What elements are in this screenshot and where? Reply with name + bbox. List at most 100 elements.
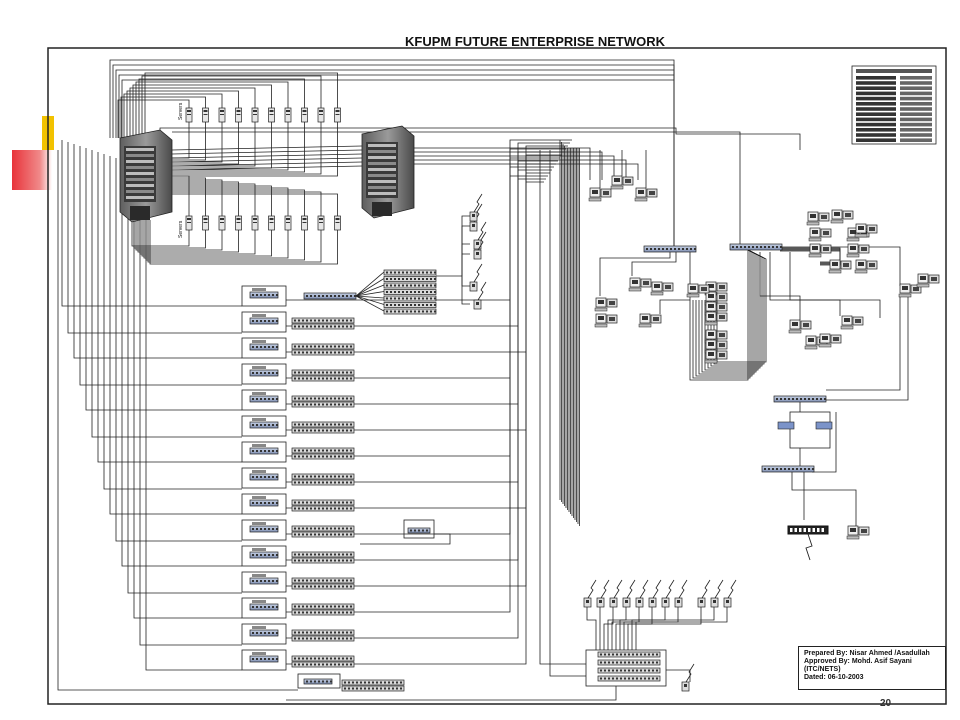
workstation-icon: [808, 227, 832, 242]
workgroup-switch-icon: [291, 603, 355, 610]
workgroup-switch-icon: [383, 276, 437, 282]
diagram-frame: [47, 47, 947, 705]
server-icon: [301, 107, 308, 123]
wireless-access-point-icon: [635, 579, 649, 608]
workgroup-switch-icon: [249, 369, 279, 377]
access-switch-stack: [303, 269, 437, 315]
workgroup-switch-icon: [249, 603, 279, 611]
server-icon: [268, 107, 275, 123]
distribution-row: [241, 571, 355, 593]
workgroup-switch-icon: [291, 525, 355, 532]
wireless-access-point-icon: [596, 579, 610, 608]
workstation-icon: [840, 315, 864, 330]
server-row-top: [185, 107, 341, 123]
distribution-row: [241, 519, 355, 541]
workgroup-switch-icon: [249, 473, 279, 481]
wireless-access-point-icon: [674, 579, 688, 608]
page-number: 20: [880, 698, 892, 709]
workgroup-switch-icon: [291, 577, 355, 584]
server-icon: [185, 215, 193, 231]
workgroup-switch-icon: [291, 375, 355, 382]
wireless-access-point-icon: [473, 281, 487, 310]
approved-by: Approved By: Mohd. Asif Sayani: [804, 658, 912, 665]
workgroup-switch-icon: [729, 243, 783, 251]
right-network-segment: [588, 175, 940, 561]
workgroup-switch-icon: [291, 499, 355, 506]
workgroup-switch-icon: [249, 629, 279, 637]
workgroup-switch-icon: [597, 651, 661, 658]
department: (ITC/NETS): [804, 666, 841, 673]
workgroup-switch-icon: [291, 421, 355, 428]
workgroup-switch-icon: [291, 635, 355, 642]
workgroup-switch-icon: [383, 295, 437, 302]
server-icon: [284, 215, 292, 231]
server-icon: [202, 215, 209, 231]
server-icon: [317, 215, 325, 231]
firewall-icon: [777, 411, 833, 449]
workstation-icon: [650, 281, 674, 296]
distribution-row: [241, 441, 355, 463]
wireless-access-point-icon: [648, 579, 662, 608]
distribution-row: [241, 597, 355, 619]
remote-switch: [403, 519, 435, 539]
workgroup-switch-icon: [291, 401, 355, 408]
workgroup-switch-icon: [303, 292, 357, 300]
workgroup-switch-icon: [291, 447, 355, 454]
workgroup-switch-icon: [407, 527, 431, 534]
workstation-icon: [594, 297, 618, 312]
server-icon: [301, 215, 308, 231]
wireless-access-point-icon: [710, 579, 724, 608]
workgroup-switch-icon: [291, 583, 355, 590]
core-switch-right: [361, 125, 415, 219]
workgroup-switch-icon: [291, 317, 355, 324]
workgroup-switch-icon: [383, 289, 437, 295]
workgroup-switch-icon: [291, 551, 355, 558]
workgroup-switch-icon: [291, 629, 355, 636]
date: Dated: 06-10-2003: [804, 674, 864, 681]
wireless-access-point-icon: [622, 579, 636, 608]
core-switch-left: [119, 129, 173, 223]
distribution-row: [241, 649, 355, 671]
workgroup-switch-icon: [643, 245, 697, 253]
wireless-access-point-icon: [681, 663, 695, 692]
credits-box: Prepared By: Nisar Ahmed /Asadullah Appr…: [798, 646, 946, 690]
wireless-access-point-icon: [723, 579, 737, 608]
distribution-row: [241, 415, 355, 437]
workstation-icon: [806, 211, 830, 226]
workgroup-switch-icon: [249, 395, 279, 403]
server-icon: [284, 107, 292, 123]
distribution-row: [241, 363, 355, 385]
connection-lines: [57, 59, 909, 701]
workstation-icon: [634, 187, 658, 202]
workgroup-switch-icon: [249, 447, 279, 455]
workgroup-switch-icon: [249, 551, 279, 559]
distribution-row: [241, 545, 355, 567]
workgroup-switch-icon: [291, 427, 355, 434]
workstation-icon: [594, 313, 618, 328]
server-icon: [251, 215, 259, 231]
distribution-switch-rows: [241, 285, 435, 692]
distribution-row: [241, 467, 355, 489]
workgroup-switch-icon: [291, 369, 355, 376]
server-icon: [218, 215, 226, 231]
workstation-icon: [588, 187, 612, 202]
workgroup-switch-icon: [291, 661, 355, 668]
workgroup-switch-icon: [291, 557, 355, 564]
workstation-icon: [830, 209, 854, 224]
workgroup-switch-icon: [341, 679, 405, 686]
wireless-access-point-icon: [469, 263, 483, 292]
workgroup-switch-icon: [291, 323, 355, 330]
server-icon: [235, 107, 242, 123]
workstation-icon: [704, 349, 728, 364]
server-row-bottom: [185, 215, 341, 231]
wireless-access-point-icon: [661, 579, 675, 608]
workgroup-switch-icon: [291, 453, 355, 460]
workgroup-switch-icon: [291, 505, 355, 512]
workstation-icon: [846, 525, 870, 540]
server-icon: [334, 107, 341, 123]
workstation-icon: [828, 259, 852, 274]
legend-table: [851, 65, 937, 145]
workgroup-switch-icon: [383, 302, 437, 308]
workgroup-switch-icon: [341, 685, 405, 692]
